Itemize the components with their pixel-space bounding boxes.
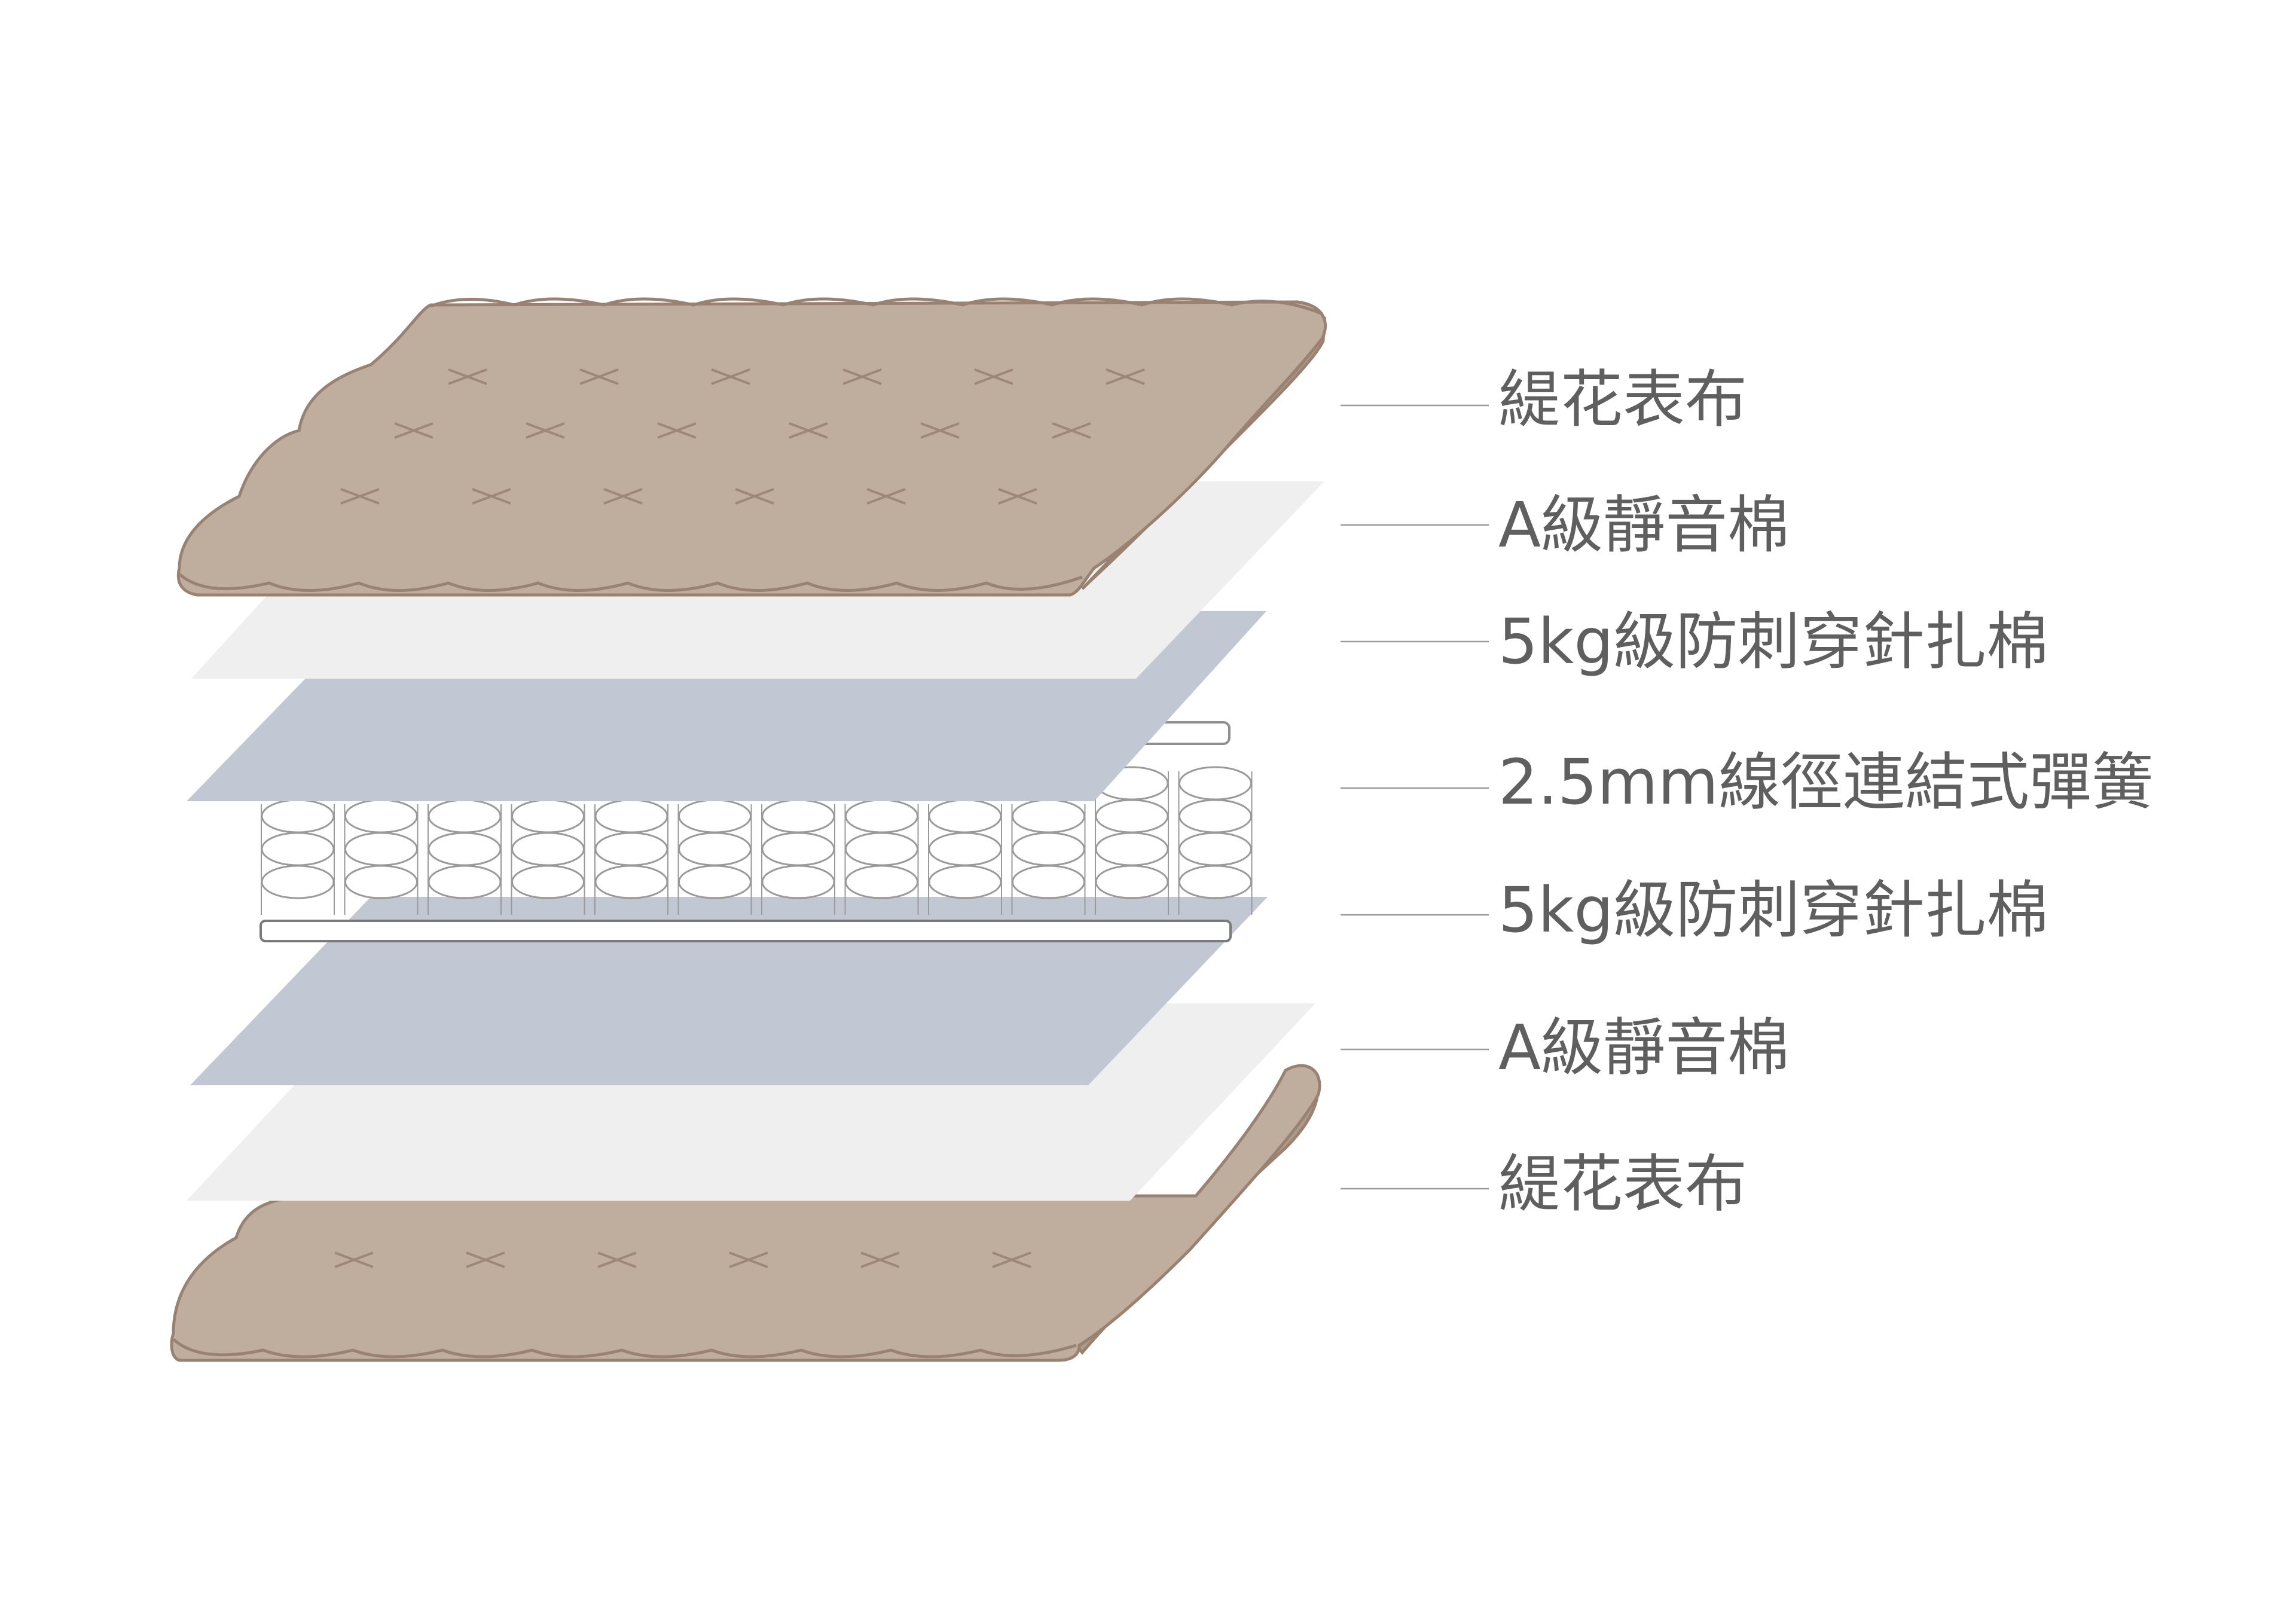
top-fabric-front-scallops [178, 573, 1083, 592]
spring-coil [1012, 865, 1085, 899]
spring-coil [1012, 832, 1085, 866]
label-bottom-felt: 5kg級防刺穿針扎棉 [1498, 874, 2049, 947]
spring-core-unit [259, 721, 1253, 942]
spring-coil [511, 865, 585, 899]
label-bottom-silent-cotton: A級靜音棉 [1498, 1011, 1790, 1084]
label-bottom-fabric: 緹花表布 [1498, 1147, 1748, 1220]
spring-coil [845, 865, 918, 899]
bottom-fabric-quilt-marks [334, 1251, 1031, 1268]
spring-coil [344, 865, 418, 899]
spring-coil [344, 832, 418, 866]
spring-coil [344, 799, 418, 834]
spring-coil [678, 865, 752, 899]
spring-coil [678, 832, 752, 866]
spring-coil [1012, 799, 1085, 834]
spring-coil [261, 865, 335, 899]
label-top-silent-cotton: A級靜音棉 [1498, 489, 1790, 561]
spring-coil [1178, 832, 1252, 866]
bottom-fabric-layer [170, 1064, 1321, 1362]
leader-lines [1341, 404, 1489, 1190]
spring-coil [1095, 799, 1169, 834]
spring-coil [761, 799, 835, 834]
spring-coil [1095, 832, 1169, 866]
label-spring-core: 2.5mm線徑連結式彈簧 [1498, 746, 2154, 819]
top-fabric-back-scallops [430, 297, 1323, 316]
bottom-felt-sheet [190, 897, 1268, 1085]
label-top-felt: 5kg級防刺穿針扎棉 [1498, 605, 2049, 678]
spring-coil [594, 799, 668, 834]
spring-coil [594, 832, 668, 866]
label-top-fabric: 緹花表布 [1498, 363, 1748, 436]
spring-coil [1095, 865, 1169, 899]
spring-coil [1178, 799, 1252, 834]
spring-coil [928, 832, 1002, 866]
spring-coil [1178, 766, 1252, 801]
spring-coil [845, 832, 918, 866]
bottom-fabric-body [170, 1064, 1321, 1362]
bottom-fabric-front-scallops [172, 1338, 1077, 1359]
spring-coil [761, 832, 835, 866]
spring-core-bottom-rail [259, 920, 1232, 942]
spring-coil [511, 832, 585, 866]
spring-coil [928, 799, 1002, 834]
spring-coil [261, 799, 335, 834]
spring-coil [428, 865, 502, 899]
spring-coil [761, 865, 835, 899]
spring-coil [261, 832, 335, 866]
spring-coil [594, 865, 668, 899]
spring-coil [511, 799, 585, 834]
spring-coil [845, 799, 918, 834]
top-fabric-quilt-marks [340, 368, 1145, 505]
top-fabric-layer [176, 297, 1327, 597]
spring-coil [678, 799, 752, 834]
spring-coil [428, 799, 502, 834]
spring-coil [1178, 865, 1252, 899]
spring-coil [928, 865, 1002, 899]
spring-coil [428, 832, 502, 866]
